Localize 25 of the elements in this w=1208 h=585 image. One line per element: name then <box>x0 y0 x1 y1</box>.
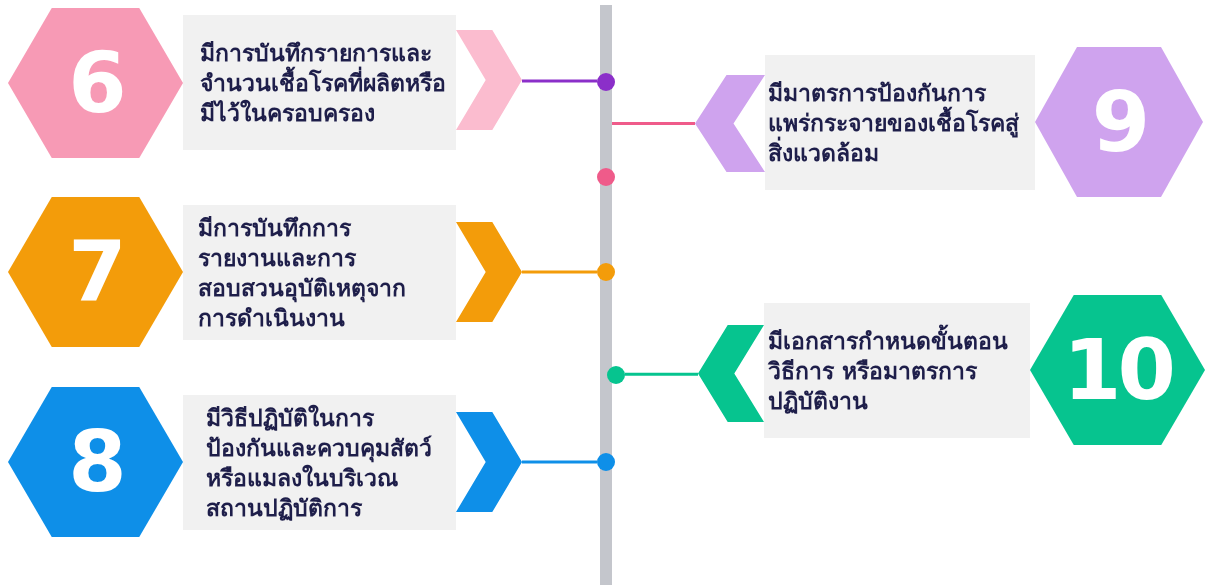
card-text: มีมาตรการป้องกันการ แพร่กระจายของเชื้อโรคสู่ สิ่งแวดล้อม <box>768 78 1020 168</box>
connector-line <box>522 79 597 83</box>
timeline-dot <box>597 168 615 186</box>
connector-line <box>522 270 597 274</box>
chevron <box>456 30 522 130</box>
card-background <box>765 55 1035 190</box>
card-background <box>183 15 456 150</box>
timeline-dot <box>607 366 625 384</box>
timeline-dot <box>597 263 615 281</box>
chevron <box>698 325 764 422</box>
card-text: มีเอกสารกำหนดขั้นตอน วิธีการ หรือมาตรการ ปฏิบัติงาน <box>768 325 1010 416</box>
timeline-dot <box>597 453 615 471</box>
card-text: มีการบันทึกการ รายงานและการ สอบสวนอุบัติเหตุจาก การดำเนินงาน <box>198 213 407 333</box>
connector-line <box>612 122 695 125</box>
chevron <box>456 412 522 512</box>
card-text: มีการบันทึกรายการและ จำนวนเชื้อโรคที่ผลิตหรือ มีไว้ในครอบครอง <box>200 38 447 128</box>
timeline-dot <box>597 73 615 91</box>
card-text: มีวิธีปฏิบัติในการ ป้องกันและควบคุมสัตว์ หรือแมลงในบริเวณ สถานปฏิบัติการ <box>206 403 433 523</box>
connector-line <box>522 460 597 464</box>
card-background <box>764 303 1030 438</box>
connector-line <box>625 372 698 376</box>
chevron <box>456 222 522 322</box>
card-background <box>183 395 456 530</box>
chevron <box>695 75 765 172</box>
card-background <box>183 205 456 340</box>
